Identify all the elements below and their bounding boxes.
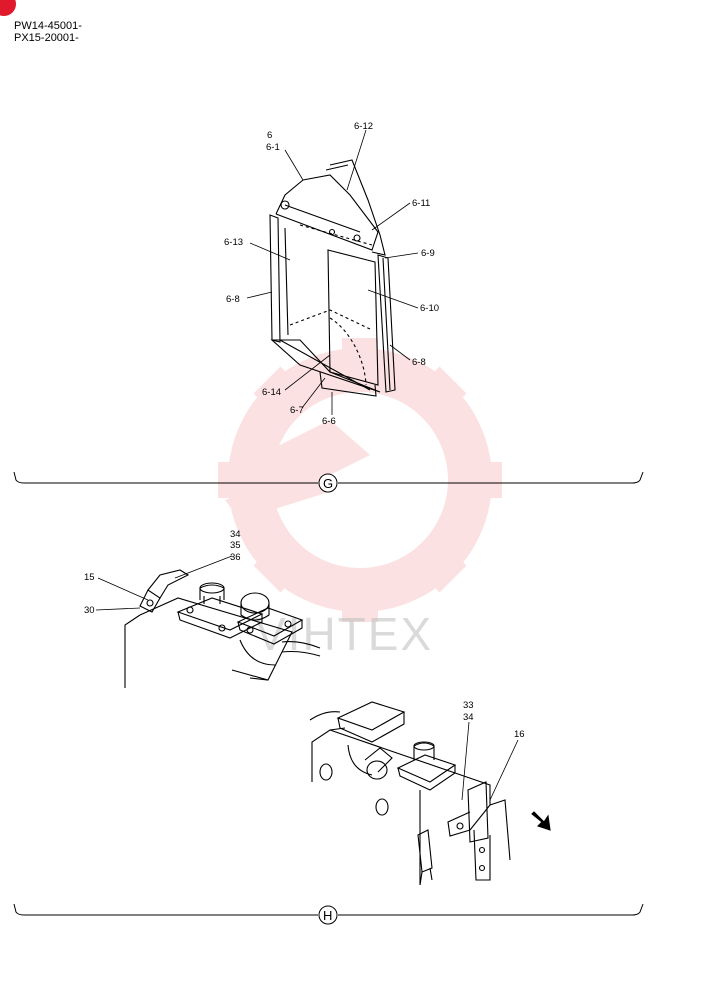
valve-bracket-detail-left (124, 569, 321, 688)
serial-number-1: PW14-45001- (14, 20, 82, 32)
corner-badge (0, 0, 16, 16)
section-g-marker: G (323, 476, 333, 491)
label-6-11: 6-11 (412, 198, 430, 209)
label-6-12: 6-12 (354, 121, 373, 132)
label-6-8-left: 6-8 (226, 294, 240, 305)
label-6-13: 6-13 (224, 237, 243, 248)
h-leader-lines-right (461, 721, 519, 801)
serial-number-2: PX15-20001- (14, 32, 79, 44)
label-16: 16 (514, 729, 525, 740)
watermark-gear-icon (218, 338, 502, 622)
section-h-divider (13, 903, 644, 925)
label-6-10: 6-10 (420, 303, 439, 314)
label-6-14: 6-14 (262, 387, 281, 398)
label-6-6: 6-6 (322, 416, 336, 427)
label-35: 35 (230, 540, 241, 551)
label-34-bottom: 34 (463, 712, 474, 723)
label-36: 36 (230, 552, 241, 563)
label-6: 6 (267, 130, 272, 141)
label-6-7: 6-7 (290, 405, 304, 416)
valve-bracket-detail-right (309, 701, 551, 886)
label-30: 30 (84, 605, 95, 616)
label-6-1: 6-1 (266, 142, 280, 153)
label-6-9: 6-9 (421, 248, 435, 259)
label-33: 33 (463, 700, 474, 711)
label-6-8-right: 6-8 (412, 357, 426, 368)
label-15: 15 (84, 572, 95, 583)
section-h-marker: H (323, 908, 332, 923)
section-g-divider (13, 471, 644, 493)
cover-assembly-drawing (269, 159, 396, 397)
g-leader-lines (246, 129, 419, 415)
label-34-top: 34 (230, 529, 241, 540)
h-leader-lines-left (95, 555, 233, 611)
